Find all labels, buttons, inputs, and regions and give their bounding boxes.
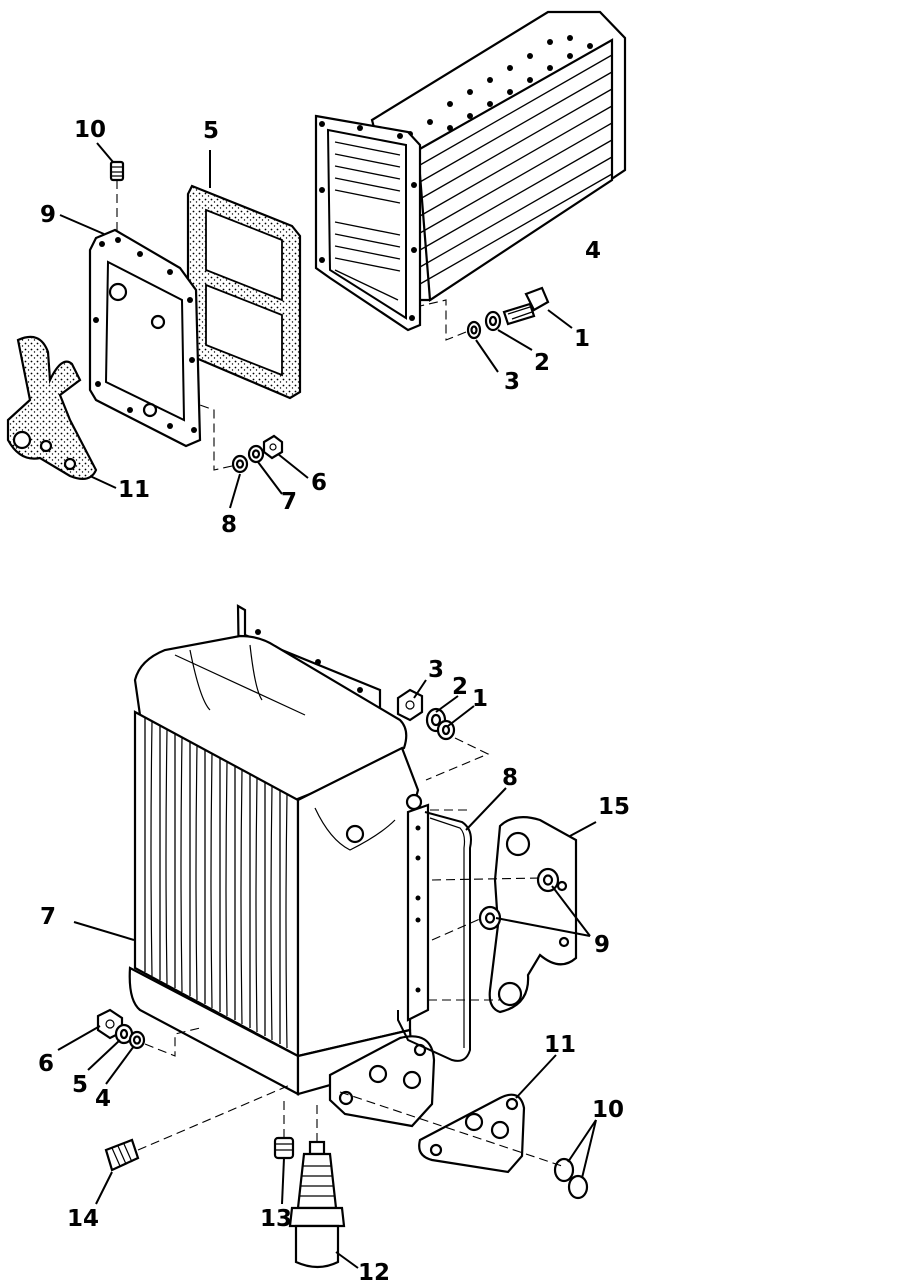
lower-small-plug <box>275 1100 293 1158</box>
lower-bracket-plate <box>490 817 576 1012</box>
upper-callout-6: 6 <box>311 470 327 496</box>
upper-nut-set <box>200 405 282 472</box>
lower-callout-8: 8 <box>502 765 518 791</box>
lower-pipe-plug <box>106 1085 290 1170</box>
upper-callout-9: 9 <box>40 202 56 228</box>
upper-bracket <box>8 337 96 479</box>
lower-side-plate <box>408 805 428 1020</box>
upper-callout-4: 4 <box>585 238 601 264</box>
upper-callout-5: 5 <box>203 118 219 144</box>
upper-flange-gasket <box>188 186 300 398</box>
lower-callout-6: 6 <box>38 1051 54 1077</box>
upper-callout-1: 1 <box>574 326 590 352</box>
lower-callout-2: 2 <box>452 674 468 700</box>
lower-assembly: 3 2 1 8 15 7 9 6 5 4 11 10 14 13 12 <box>38 606 630 1286</box>
lower-relief-valve <box>290 1105 344 1267</box>
lower-callout-5: 5 <box>72 1072 88 1098</box>
upper-assembly: 10 5 9 4 1 2 3 11 6 7 8 <box>8 12 625 538</box>
upper-callout-8: 8 <box>221 512 237 538</box>
upper-callout-2: 2 <box>534 350 550 376</box>
lower-callout-3: 3 <box>428 657 444 683</box>
upper-callout-7: 7 <box>281 489 297 515</box>
upper-callout-10: 10 <box>74 117 106 143</box>
lower-callout-9: 9 <box>594 932 610 958</box>
upper-cover-plate <box>90 230 200 446</box>
lower-callout-1: 1 <box>472 686 488 712</box>
lower-callout-11: 11 <box>544 1032 576 1058</box>
lower-callout-7: 7 <box>40 904 56 930</box>
upper-cooler-core <box>316 12 625 330</box>
upper-bolt-set <box>420 288 548 340</box>
lower-callout-10: 10 <box>592 1097 624 1123</box>
lower-callout-13: 13 <box>260 1206 292 1232</box>
upper-callout-3: 3 <box>504 369 520 395</box>
lower-callout-12: 12 <box>358 1260 390 1286</box>
lower-callout-4: 4 <box>95 1086 111 1112</box>
lower-flange-gasket <box>419 1095 524 1172</box>
lower-callout-14: 14 <box>67 1206 99 1232</box>
lower-callout-15: 15 <box>598 794 630 820</box>
upper-callout-11: 11 <box>118 477 150 503</box>
upper-screw <box>111 162 123 236</box>
